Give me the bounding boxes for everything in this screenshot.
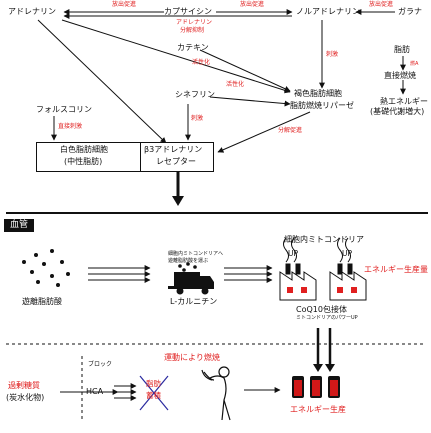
- catechin-label: カテキン: [177, 43, 209, 52]
- arrow-adrenaline-to-beta3: [37, 19, 167, 144]
- direct-burn-label: 直接燃焼: [384, 71, 416, 80]
- coq10-sub-label: ミトコンドリアのパワーUP: [296, 315, 358, 321]
- fatty-acid-dots-icon: [22, 249, 70, 287]
- free-fatty-acid-label: 遊離脂肪酸: [22, 297, 62, 306]
- adrenaline-decomp-label-b: 分解抑制: [180, 27, 205, 34]
- big-down-arrowhead: [172, 196, 184, 206]
- stimulus-label-1: 刺激: [326, 51, 339, 58]
- forskolin-label: フォルスコリン: [36, 105, 92, 114]
- arrow-adrenaline-to-brown-fat: [61, 19, 291, 94]
- arrow-catechin-to-adrenaline: [62, 18, 175, 46]
- guarana-label: ガラナ: [398, 7, 422, 16]
- adrenaline-label: アドレナリン: [8, 7, 56, 16]
- brown-fat-label: 褐色脂肪細胞: [294, 89, 342, 98]
- direct-stimulus-label: 直接刺激: [58, 123, 83, 130]
- arrow-lipase-to-box: [217, 111, 311, 153]
- beta3-receptor-box: [140, 142, 214, 172]
- carnitine-label: L-カルニチン: [170, 297, 218, 306]
- beta3-label-b: レセプター: [156, 157, 196, 166]
- fat-storage-label-a: 脂肪: [146, 379, 161, 388]
- coq10-label: CoQ10包接体: [296, 305, 347, 314]
- lipase-label: 脂肪燃焼リパーゼ: [290, 101, 354, 110]
- heat-energy-label-b: (基礎代謝増大): [370, 107, 425, 116]
- cross-line-2: [139, 375, 169, 411]
- person-stretching-icon: [201, 366, 231, 421]
- activate-label-2: 活性化: [226, 81, 245, 88]
- arrow-synephrine-to-lipase: [209, 96, 291, 107]
- decomp-promo-label: 分解促進: [278, 127, 303, 134]
- block-label: ブロック: [88, 361, 113, 368]
- release-promo-label-3: 放出促進: [369, 1, 394, 8]
- arrow-catechin-to-brown-fat: [199, 49, 291, 92]
- factory-window-2: [301, 287, 307, 293]
- blood-vessel-band: [6, 212, 428, 228]
- excess-sugar-label-a: 過剰糖質: [8, 381, 40, 390]
- energy-production-label: エネルギー生産: [290, 405, 346, 414]
- carnitine-note-a: 細胞内ミトコンドリアへ: [168, 251, 224, 257]
- activate-label-1: 活性化: [192, 59, 211, 66]
- noradrenaline-label: ノルアドレナリン: [296, 7, 360, 16]
- carnitine-note-b: 遊離脂肪酸を運ぶ: [168, 258, 209, 264]
- burn-mark-label: 燃A: [410, 61, 419, 67]
- factory-window-3: [337, 287, 343, 293]
- synephrine-label: シネフリン: [175, 90, 215, 99]
- battery-icon: [292, 376, 340, 398]
- capsaicin-label: カプサイシン: [164, 7, 212, 16]
- factory-window-1: [287, 287, 293, 293]
- white-fat-label-a: 白色脂肪細胞: [60, 145, 108, 154]
- mito-title-label: 細胞内ミトコンドリア: [284, 235, 364, 244]
- factory-window-4: [351, 287, 357, 293]
- beta3-label-a: β3アドレナリン: [144, 145, 203, 154]
- up-label-1: UP: [288, 249, 299, 258]
- blood-vessel-label: 血管: [4, 219, 34, 232]
- fat-label: 脂肪: [394, 45, 410, 54]
- release-promo-label-1: 放出促進: [112, 1, 137, 8]
- burn-by-exercise-label: 運動により燃焼: [164, 353, 220, 362]
- white-fat-label-b: (中性脂肪): [64, 157, 103, 166]
- up-label-2: UP: [342, 249, 353, 258]
- fat-storage-label-b: 蓄積: [146, 391, 161, 400]
- adrenaline-decomp-label-a: アドレナリン: [176, 19, 213, 26]
- hca-label: HCA: [86, 387, 104, 396]
- truck-icon: [168, 262, 214, 295]
- excess-sugar-label-b: (炭水化物): [6, 393, 45, 402]
- heat-energy-label-a: 熱エネルギー: [380, 97, 428, 106]
- energy-up-label: エネルギー生産量: [364, 265, 428, 274]
- stimulus-label-2: 刺激: [191, 115, 204, 122]
- release-promo-label-2: 放出促進: [240, 1, 265, 8]
